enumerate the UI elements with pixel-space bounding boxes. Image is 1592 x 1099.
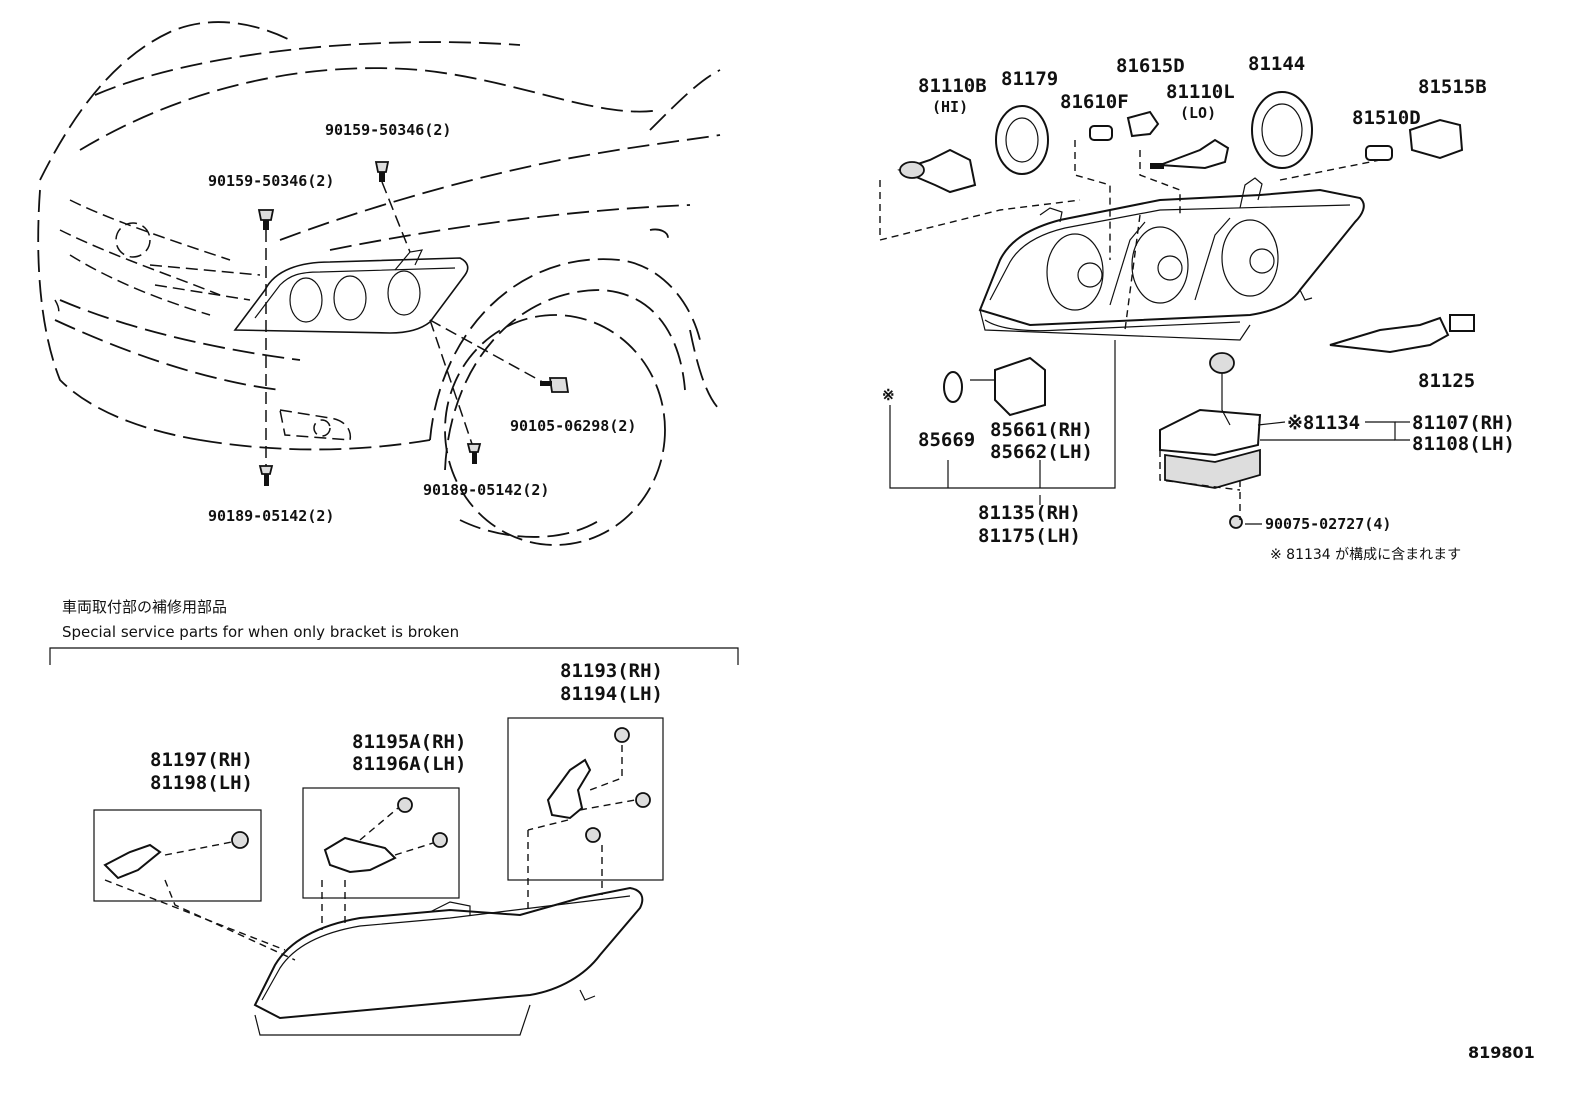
label-bulb-lo: 81110L — [1166, 81, 1235, 103]
section-title-en: Special service parts for when only brac… — [62, 623, 459, 641]
ballast-computer-icon — [1159, 352, 1262, 489]
screw-bottom-icon — [258, 465, 274, 486]
bulb-lo-icon — [1150, 138, 1230, 170]
bolt-left-icon — [257, 209, 275, 230]
bracket-a-box — [93, 809, 262, 902]
label-screw-bottom: 90189-05142(2) — [208, 507, 334, 525]
label-bulb-lo-sub: (LO) — [1180, 104, 1216, 122]
cover-81144-icon — [1251, 91, 1313, 169]
label-ring-85669: 85669 — [918, 429, 975, 451]
label-computer-rh: 81107(RH) — [1412, 412, 1515, 434]
socket-81125-icon — [1329, 314, 1475, 354]
label-motor-rh: 85661(RH) — [990, 419, 1093, 441]
note-81134: ※ 81134 が構成に含まれます — [1270, 547, 1461, 563]
leveling-motor-icon — [970, 356, 1046, 417]
bracket-c-box — [507, 717, 664, 881]
label-bracket-c-rh: 81193(RH) — [560, 660, 663, 682]
label-bracket-a-rh: 81197(RH) — [150, 749, 253, 771]
label-bolt-left: 90159-50346(2) — [208, 172, 334, 190]
section-title-jp: 車両取付部の補修用部品 — [62, 598, 227, 616]
ring-85669-icon — [943, 371, 963, 403]
bulb-81610f-icon — [1089, 125, 1113, 141]
label-bulb-hi: 81110B — [918, 75, 987, 97]
socket-81615d-icon — [1126, 110, 1160, 138]
car-front-illustration — [37, 21, 721, 546]
bracket-b-icon — [323, 797, 448, 874]
label-screw-mid: 90189-05142(2) — [423, 481, 549, 499]
headlamp-lens-lower — [253, 886, 644, 1036]
label-mark: ※ — [882, 386, 895, 404]
label-screw-90075: 90075-02727(4) — [1265, 515, 1391, 533]
label-bracket-a-lh: 81198(LH) — [150, 772, 253, 794]
screw-mid-icon — [466, 443, 482, 464]
label-computer-lh: 81108(LH) — [1412, 433, 1515, 455]
label-bulb-81510d: 81510D — [1352, 107, 1421, 129]
label-bulb-81610f: 81610F — [1060, 91, 1129, 113]
headlamp-assembly — [978, 177, 1365, 341]
label-ballast-81134: ※81134 — [1287, 412, 1360, 434]
label-bracket-b-lh: 81196A(LH) — [352, 753, 466, 775]
label-socket-81615d: 81615D — [1116, 55, 1185, 77]
cap-81179-icon — [995, 105, 1049, 175]
label-assy-rh: 81135(RH) — [978, 502, 1081, 524]
bulb-hi-icon — [897, 148, 977, 194]
label-socket-81515b: 81515B — [1418, 76, 1487, 98]
label-bracket-c-lh: 81194(LH) — [560, 683, 663, 705]
label-assy-lh: 81175(LH) — [978, 525, 1081, 547]
socket-81515b-icon — [1408, 118, 1464, 160]
bracket-c-icon — [546, 727, 651, 843]
label-cover-81144: 81144 — [1248, 53, 1305, 75]
screw-90075-icon — [1229, 515, 1243, 529]
section-bracket-line — [49, 647, 739, 665]
label-socket-81125: 81125 — [1418, 370, 1475, 392]
figure-number: 819801 — [1468, 1043, 1535, 1062]
bolt-top-icon — [374, 161, 390, 182]
label-bulb-hi-sub: (HI) — [932, 98, 968, 116]
label-motor-lh: 85662(LH) — [990, 441, 1093, 463]
nut-wheel-icon — [540, 377, 570, 393]
label-cap-81179: 81179 — [1001, 68, 1058, 90]
label-nut-wheel: 90105-06298(2) — [510, 417, 636, 435]
label-bracket-b-rh: 81195A(RH) — [352, 731, 466, 753]
bracket-a-icon — [103, 831, 249, 880]
bracket-b-box — [302, 787, 460, 899]
bulb-81510d-icon — [1365, 145, 1393, 161]
label-bolt-top: 90159-50346(2) — [325, 121, 451, 139]
